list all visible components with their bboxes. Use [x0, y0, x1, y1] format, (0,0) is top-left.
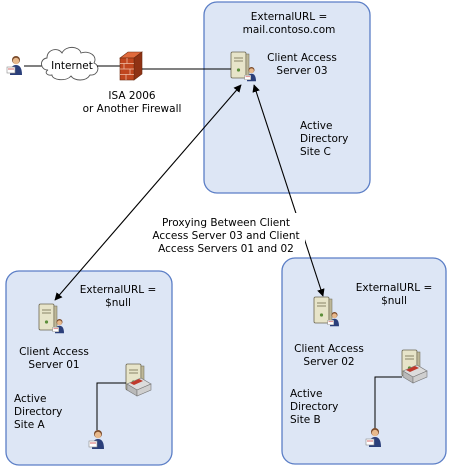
- server-02-label-line1: Client Access: [294, 343, 364, 355]
- site-c-label-line3: Site C: [300, 146, 331, 158]
- server-03-label-line2: Server 03: [276, 65, 327, 77]
- server-03-icon[interactable]: [230, 51, 250, 79]
- site-a-external-url-label: ExternalURL =: [80, 284, 157, 296]
- proxy-arrow-server03-server02: [252, 84, 325, 297]
- site-b-label-line2: Directory: [290, 401, 338, 413]
- internet-label: Internet: [51, 60, 93, 72]
- proxy-note-line1: Proxying Between Client: [162, 217, 290, 229]
- site-a-label-line2: Directory: [14, 406, 62, 418]
- site-c-label-line2: Directory: [300, 133, 348, 145]
- proxy-note-line3: Access Servers 01 and 02: [158, 243, 294, 255]
- firewall-label-line2: or Another Firewall: [83, 103, 182, 115]
- site-c-external-url-value: mail.contoso.com: [243, 24, 336, 36]
- remote-user-icon[interactable]: [6, 55, 23, 76]
- proxy-arrow-server03-server01: [54, 84, 242, 301]
- site-b-label-line3: Site B: [290, 414, 321, 426]
- server-01-label-line1: Client Access: [19, 346, 89, 358]
- server-02-icon[interactable]: [313, 296, 333, 324]
- site-b-label-line1: Active: [290, 388, 322, 400]
- server-02-label-line2: Server 02: [303, 356, 354, 368]
- site-a-external-url-value: $null: [105, 297, 131, 309]
- server-03-label-line1: Client Access: [267, 52, 337, 64]
- proxy-note-line2: Access Server 03 and Client: [152, 230, 299, 242]
- server-01-label-line2: Server 01: [28, 359, 79, 371]
- site-b-external-url-label: ExternalURL =: [356, 282, 433, 294]
- internet-cloud-icon: [41, 46, 99, 81]
- site-a-label-line1: Active: [14, 393, 46, 405]
- server-01-icon[interactable]: [38, 303, 58, 331]
- site-a-connection-line: [96, 382, 126, 430]
- site-b-connection-line: [374, 376, 402, 430]
- firewall-icon[interactable]: [119, 51, 143, 81]
- site-b-external-url-value: $null: [381, 295, 407, 307]
- firewall-label-line1: ISA 2006: [108, 90, 156, 102]
- site-a-label-line3: Site A: [14, 419, 45, 431]
- site-c-external-url-label: ExternalURL =: [251, 11, 328, 23]
- site-c-label-line1: Active: [300, 120, 332, 132]
- proxy-note-background: [147, 213, 305, 255]
